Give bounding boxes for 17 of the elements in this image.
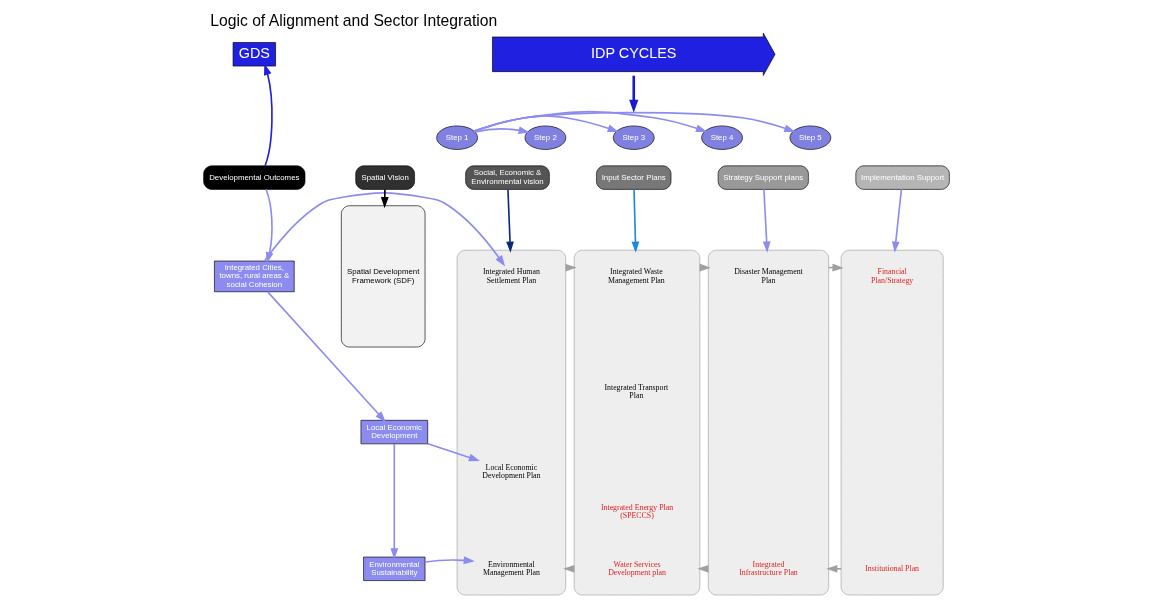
arrow (825, 564, 842, 573)
arrow (473, 111, 795, 132)
arrow (891, 188, 902, 253)
arrow (473, 115, 619, 132)
arrow (473, 126, 530, 135)
arrow (263, 63, 273, 167)
arrow (380, 188, 389, 209)
arrow (505, 188, 514, 253)
node-box: GDS (232, 42, 276, 67)
arrow (266, 291, 386, 423)
arrow (423, 556, 475, 565)
arrow (426, 443, 480, 462)
arrow (631, 188, 639, 253)
diagram-title: Logic of Alignment and Sector Integration (209, 11, 497, 29)
arrow (389, 443, 398, 560)
cluster (840, 249, 944, 596)
arrow (762, 188, 771, 253)
